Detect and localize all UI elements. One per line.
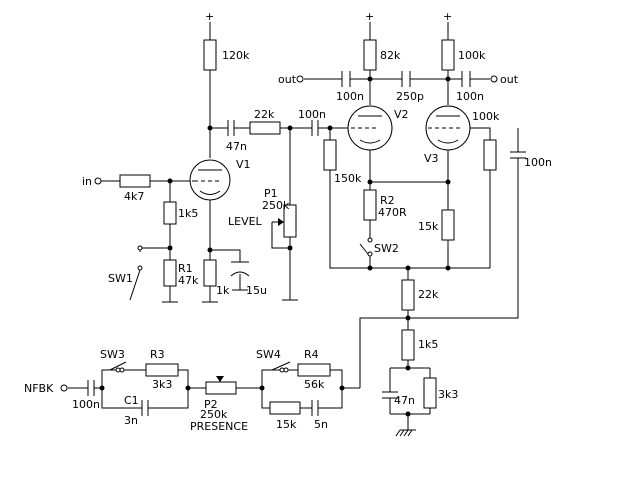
label-r4-val: 56k: [304, 378, 325, 391]
label-out-left: out: [278, 73, 297, 86]
label-r1-val: 47k: [178, 274, 199, 287]
label-r100k-anode: 100k: [472, 110, 500, 123]
switch-sw3: [109, 361, 127, 373]
labels: + + + 120k 82k 100k out out 100n 250p 10…: [24, 10, 552, 433]
resistor-r3k3-2: [423, 377, 437, 409]
label-p1: P1: [264, 187, 278, 200]
resistor-r22k-2: [401, 279, 415, 311]
label-sw4: SW4: [256, 348, 281, 361]
label-r2: R2: [380, 194, 395, 207]
label-c100n-3: 100n: [298, 108, 326, 121]
switch-sw4: [271, 361, 291, 373]
capacitor-c47n-1: [227, 120, 235, 136]
potentiometer-p1: [272, 204, 297, 238]
capacitor-c100n-fb: [510, 151, 526, 159]
resistor-r15k-2: [269, 401, 301, 415]
switch-sw1: [129, 245, 143, 301]
label-r1: R1: [178, 262, 193, 275]
capacitor-c1: [141, 400, 149, 416]
resistor-r15k-1: [441, 209, 455, 241]
label-c100n-2: 100n: [456, 90, 484, 103]
junction-dots: [99, 76, 451, 417]
capacitor-c5n: [311, 400, 319, 416]
label-r3-val: 3k3: [152, 378, 172, 391]
label-c5n: 5n: [314, 418, 328, 431]
label-level: LEVEL: [228, 215, 263, 228]
label-p2-val: 250k: [200, 408, 228, 421]
potentiometer-p2: [205, 376, 237, 395]
label-v1: V1: [236, 158, 251, 171]
capacitor-c100n-nf: [87, 380, 95, 396]
label-in: in: [82, 175, 92, 188]
label-v3: V3: [424, 152, 439, 165]
plus-v1: +: [205, 10, 214, 23]
resistor-r1k: [203, 259, 217, 287]
resistor-r150k: [323, 139, 337, 171]
label-r4k7: 4k7: [124, 190, 144, 203]
label-p1-val: 250k: [262, 199, 290, 212]
terminal-circles: [60, 75, 498, 392]
resistor-r120k: [203, 39, 217, 71]
resistor-r3: [145, 363, 179, 377]
label-c250p: 250p: [396, 90, 424, 103]
label-c47n-2: 47n: [394, 394, 415, 407]
label-r120k: 120k: [222, 49, 250, 62]
tube-v3: [425, 105, 471, 151]
label-r82k: 82k: [380, 49, 401, 62]
label-p2: P2: [204, 398, 218, 411]
label-sw2: SW2: [374, 242, 399, 255]
resistor-r2: [363, 189, 377, 221]
resistor-r22k-1: [249, 121, 281, 135]
label-r100k-top: 100k: [458, 49, 486, 62]
label-c100n-1: 100n: [336, 90, 364, 103]
label-c47n-1: 47n: [226, 140, 247, 153]
label-r3k3-2: 3k3: [438, 388, 458, 401]
label-sw1: SW1: [108, 272, 133, 285]
resistor-r1: [163, 259, 177, 287]
capacitor-c100n-1: [341, 71, 351, 87]
label-r150k: 150k: [334, 172, 362, 185]
label-c15u: 15u: [246, 284, 267, 297]
wiring: [68, 22, 519, 430]
resistor-r100k-anode: [483, 139, 497, 171]
label-r2-val: 470R: [378, 206, 407, 219]
tube-v2: [342, 105, 393, 151]
resistor-r1k5-1: [163, 201, 177, 225]
capacitor-c250p: [401, 71, 411, 87]
label-r22k-2: 22k: [418, 288, 439, 301]
label-presence: PRESENCE: [190, 420, 248, 433]
label-r15k-2: 15k: [276, 418, 297, 431]
tube-v1: [189, 159, 231, 201]
label-out-right: out: [500, 73, 519, 86]
label-sw3: SW3: [100, 348, 125, 361]
resistor-r82k: [363, 39, 377, 71]
capacitor-c100n-2: [461, 71, 471, 87]
resistor-r100k-top: [441, 39, 455, 71]
resistor-r4: [297, 363, 331, 377]
plus-v2: +: [365, 10, 374, 23]
label-r15k-1: 15k: [418, 220, 439, 233]
label-r4: R4: [304, 348, 319, 361]
plus-v3: +: [443, 10, 452, 23]
label-c100n-nf: 100n: [72, 398, 100, 411]
label-r1k5-1: 1k5: [178, 207, 198, 220]
label-nfbk: NFBK: [24, 382, 54, 395]
label-v2: V2: [394, 108, 409, 121]
label-r1k5-2: 1k5: [418, 338, 438, 351]
label-c1: C1: [124, 394, 139, 407]
label-c3n: 3n: [124, 414, 138, 427]
ground-symbols: [162, 289, 416, 437]
label-r3: R3: [150, 348, 165, 361]
resistor-r1k5-2: [401, 329, 415, 361]
capacitor-c100n-3: [311, 120, 319, 136]
switch-sw2: [359, 237, 373, 257]
resistor-r4k7: [119, 174, 151, 188]
capacitor-c15u: [230, 261, 250, 277]
label-r22k-1: 22k: [254, 108, 275, 121]
label-c100n-fb: 100n: [524, 156, 552, 169]
label-r1k: 1k: [216, 284, 230, 297]
capacitor-c47n-2: [382, 391, 398, 399]
